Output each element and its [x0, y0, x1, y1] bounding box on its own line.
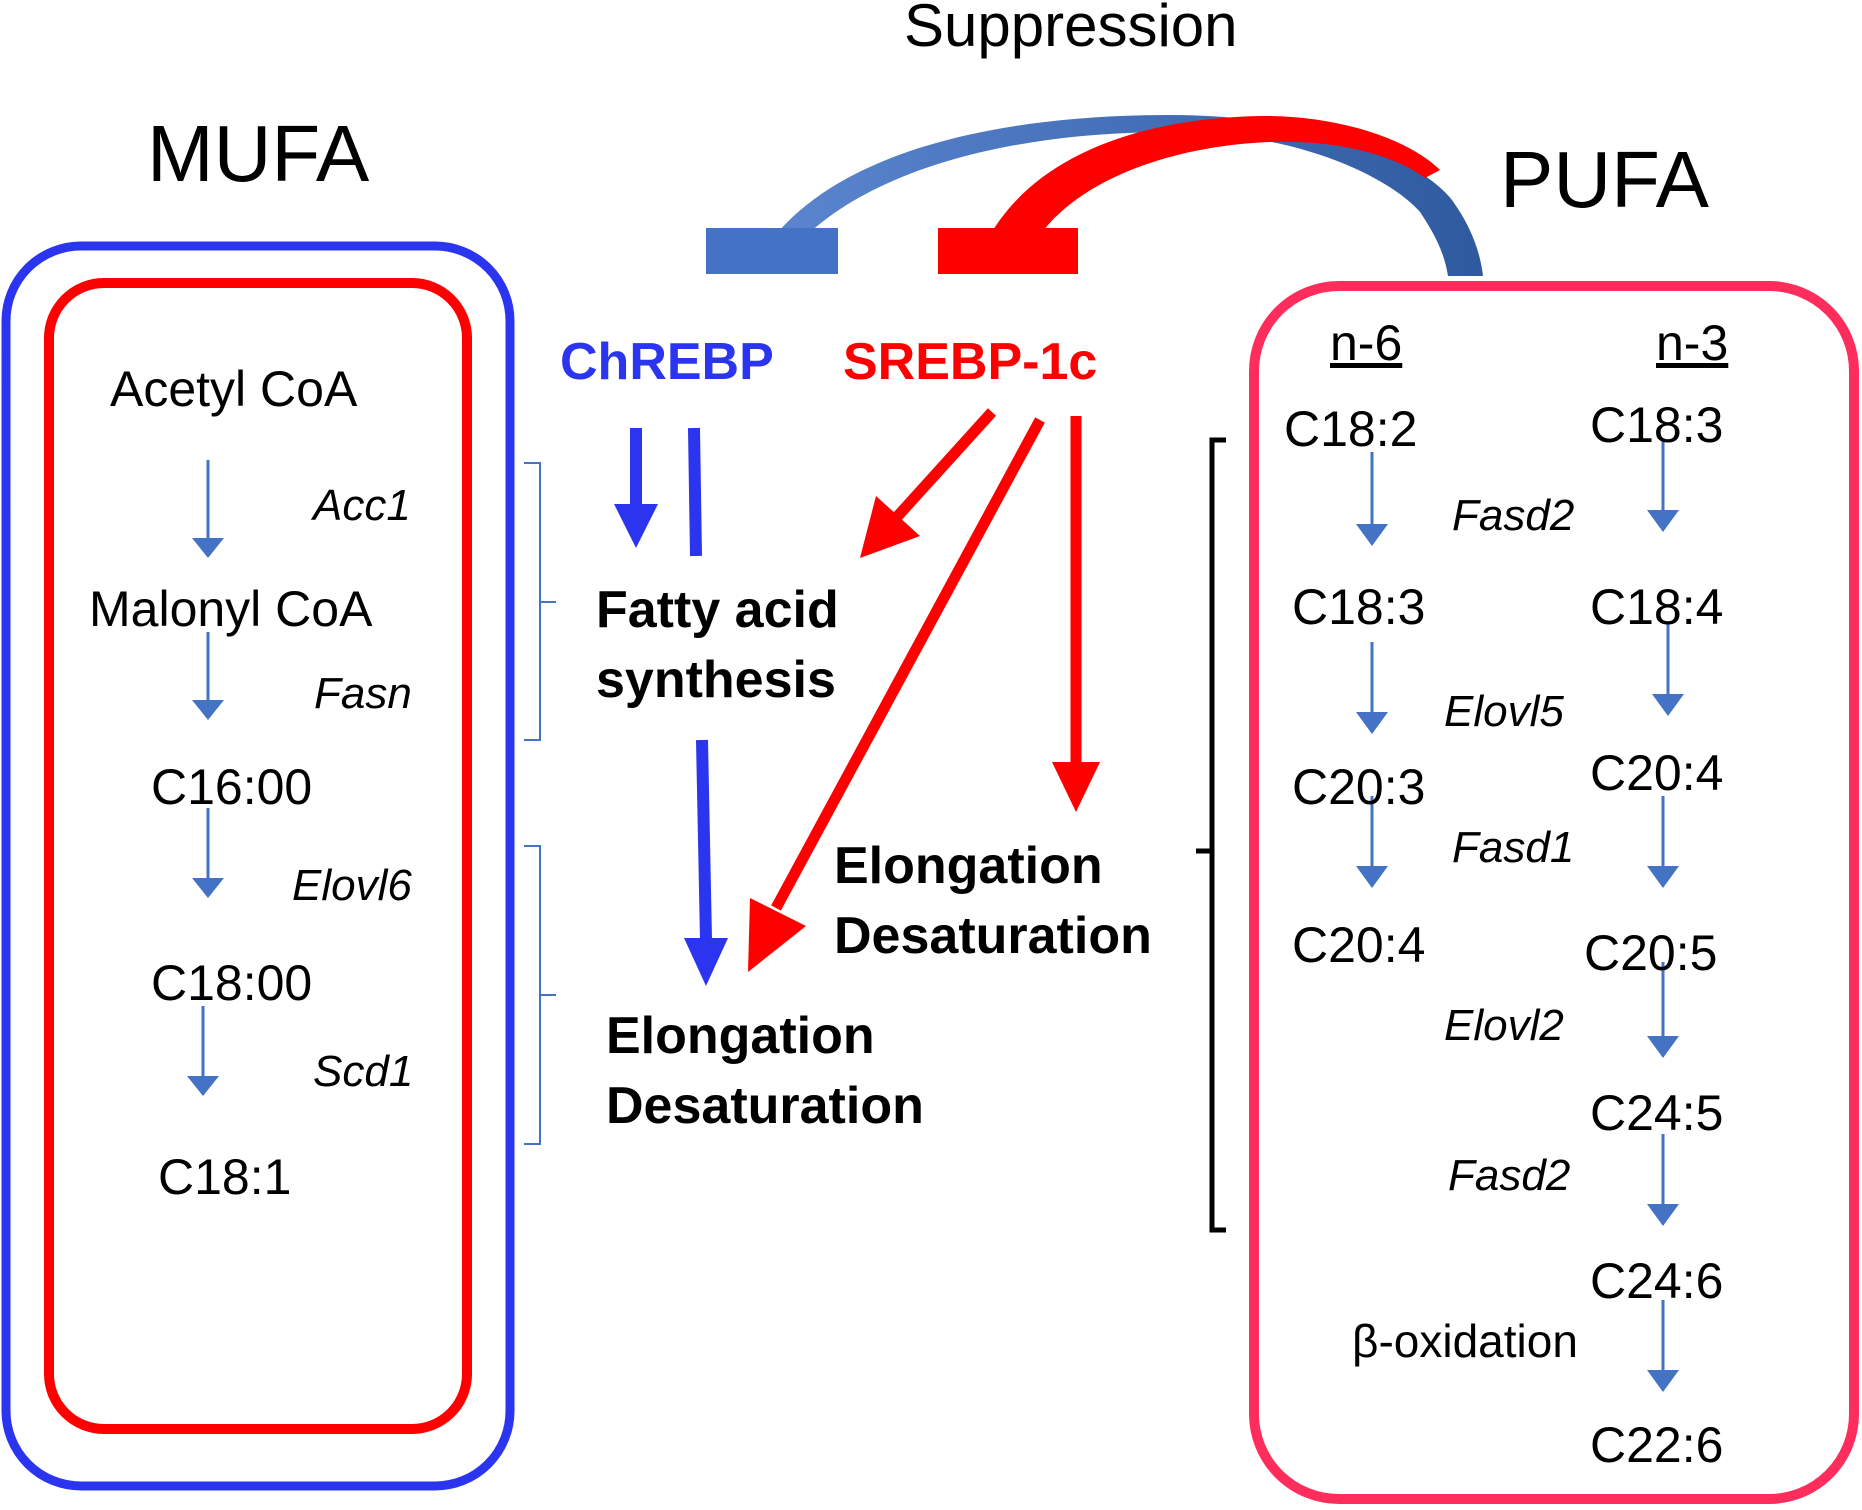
n3-pathway-arrows [1647, 440, 1684, 1392]
bracket-elongation [524, 845, 556, 1145]
bracket-pufa [1196, 437, 1226, 1233]
elongation-left-line2: Desaturation [606, 1077, 924, 1135]
mufa-node-c16: C16:00 [151, 759, 313, 815]
mufa-node-acetyl-coa: Acetyl CoA [110, 361, 358, 417]
suppression-arc-blue [770, 115, 1483, 276]
mufa-node-malonyl-coa: Malonyl CoA [89, 581, 373, 637]
n6-node-c20-4: C20:4 [1292, 917, 1426, 973]
fatty-acid-synthesis-line2: synthesis [596, 651, 836, 709]
elongation-right-line1: Elongation [834, 837, 1103, 895]
enzyme-fasd2-top: Fasd2 [1452, 491, 1575, 540]
elongation-right-line2: Desaturation [834, 907, 1152, 965]
n3-node-c24-6: C24:6 [1590, 1253, 1724, 1309]
n6-node-c20-3: C20:3 [1292, 759, 1426, 815]
n6-node-c18-3: C18:3 [1292, 579, 1426, 635]
mufa-node-c18-1: C18:1 [158, 1149, 292, 1205]
srebp-arrows [748, 408, 1100, 972]
enzyme-acc1: Acc1 [313, 481, 411, 530]
elongation-left-line1: Elongation [606, 1007, 875, 1065]
mufa-node-c18: C18:00 [151, 955, 313, 1011]
n6-pathway-arrows [1356, 452, 1388, 888]
n6-header: n-6 [1330, 315, 1403, 371]
mufa-outer-box [1, 241, 515, 1491]
srebp-inhibition-bar [938, 228, 1078, 274]
mufa-inner-box [44, 278, 472, 1434]
n3-node-c18-4: C18:4 [1590, 579, 1724, 635]
chrebp-inhibition-bar [706, 228, 838, 274]
enzyme-fasn: Fasn [314, 669, 412, 718]
n3-node-c20-5: C20:5 [1584, 925, 1718, 981]
pufa-label: PUFA [1500, 135, 1709, 224]
beta-oxidation-label: β-oxidation [1352, 1315, 1578, 1367]
n6-node-c18-2: C18:2 [1284, 401, 1418, 457]
n3-node-c20-4: C20:4 [1590, 745, 1724, 801]
mufa-label: MUFA [147, 109, 370, 198]
bracket-fatty-acid [524, 462, 556, 741]
enzyme-elovl6: Elovl6 [292, 861, 412, 910]
n3-header: n-3 [1656, 315, 1729, 371]
n3-node-c22-6: C22:6 [1590, 1417, 1724, 1473]
n3-node-c24-5: C24:5 [1590, 1085, 1724, 1141]
enzyme-scd1: Scd1 [313, 1047, 414, 1096]
n3-node-c18-3: C18:3 [1590, 397, 1724, 453]
enzyme-elovl2: Elovl2 [1444, 1001, 1564, 1050]
srebp-label: SREBP-1c [843, 333, 1098, 391]
enzyme-fasd1: Fasd1 [1452, 823, 1575, 872]
suppression-arc-red [990, 115, 1440, 235]
suppression-label: Suppression [904, 0, 1238, 59]
enzyme-fasd2-bottom: Fasd2 [1448, 1151, 1571, 1200]
enzyme-elovl5: Elovl5 [1444, 687, 1564, 736]
pufa-box [1249, 281, 1859, 1504]
mufa-pathway-arrows [187, 460, 224, 1096]
fatty-acid-synthesis-line1: Fatty acid [596, 581, 839, 639]
chrebp-arrows [614, 427, 728, 986]
chrebp-label: ChREBP [560, 333, 774, 391]
